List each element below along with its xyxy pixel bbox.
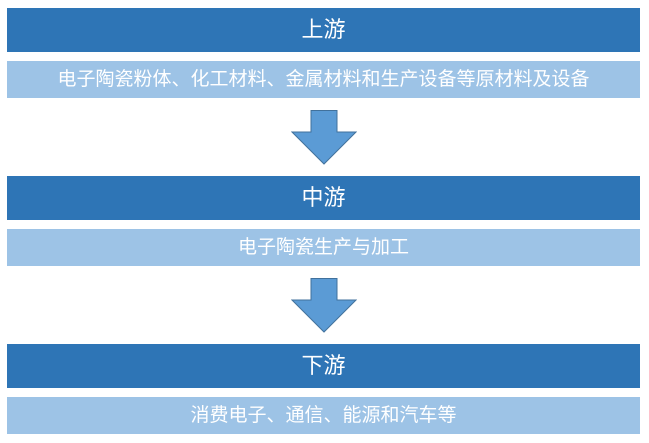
down-arrow-midstream-to-downstream-icon [290, 277, 357, 333]
downstream-detail-bar: 消费电子、通信、能源和汽车等 [7, 397, 640, 434]
downstream-header-bar: 下游 [7, 344, 640, 388]
midstream-detail-text: 电子陶瓷生产与加工 [237, 237, 409, 258]
upstream-detail-bar: 电子陶瓷粉体、化工材料、金属材料和生产设备等原材料及设备 [7, 61, 640, 98]
midstream-to-downstream-arrow-zone [7, 266, 640, 344]
upstream-to-midstream-arrow-zone [7, 98, 640, 176]
upstream-detail-text: 电子陶瓷粉体、化工材料、金属材料和生产设备等原材料及设备 [57, 69, 590, 90]
midstream-title: 中游 [301, 185, 346, 210]
upstream-header-bar: 上游 [7, 8, 640, 52]
downstream-title: 下游 [301, 353, 346, 378]
midstream-detail-bar: 电子陶瓷生产与加工 [7, 229, 640, 266]
upstream-title: 上游 [301, 17, 346, 42]
midstream-header-bar: 中游 [7, 176, 640, 220]
down-arrow-upstream-to-midstream-icon [290, 109, 357, 165]
downstream-detail-text: 消费电子、通信、能源和汽车等 [190, 405, 457, 426]
